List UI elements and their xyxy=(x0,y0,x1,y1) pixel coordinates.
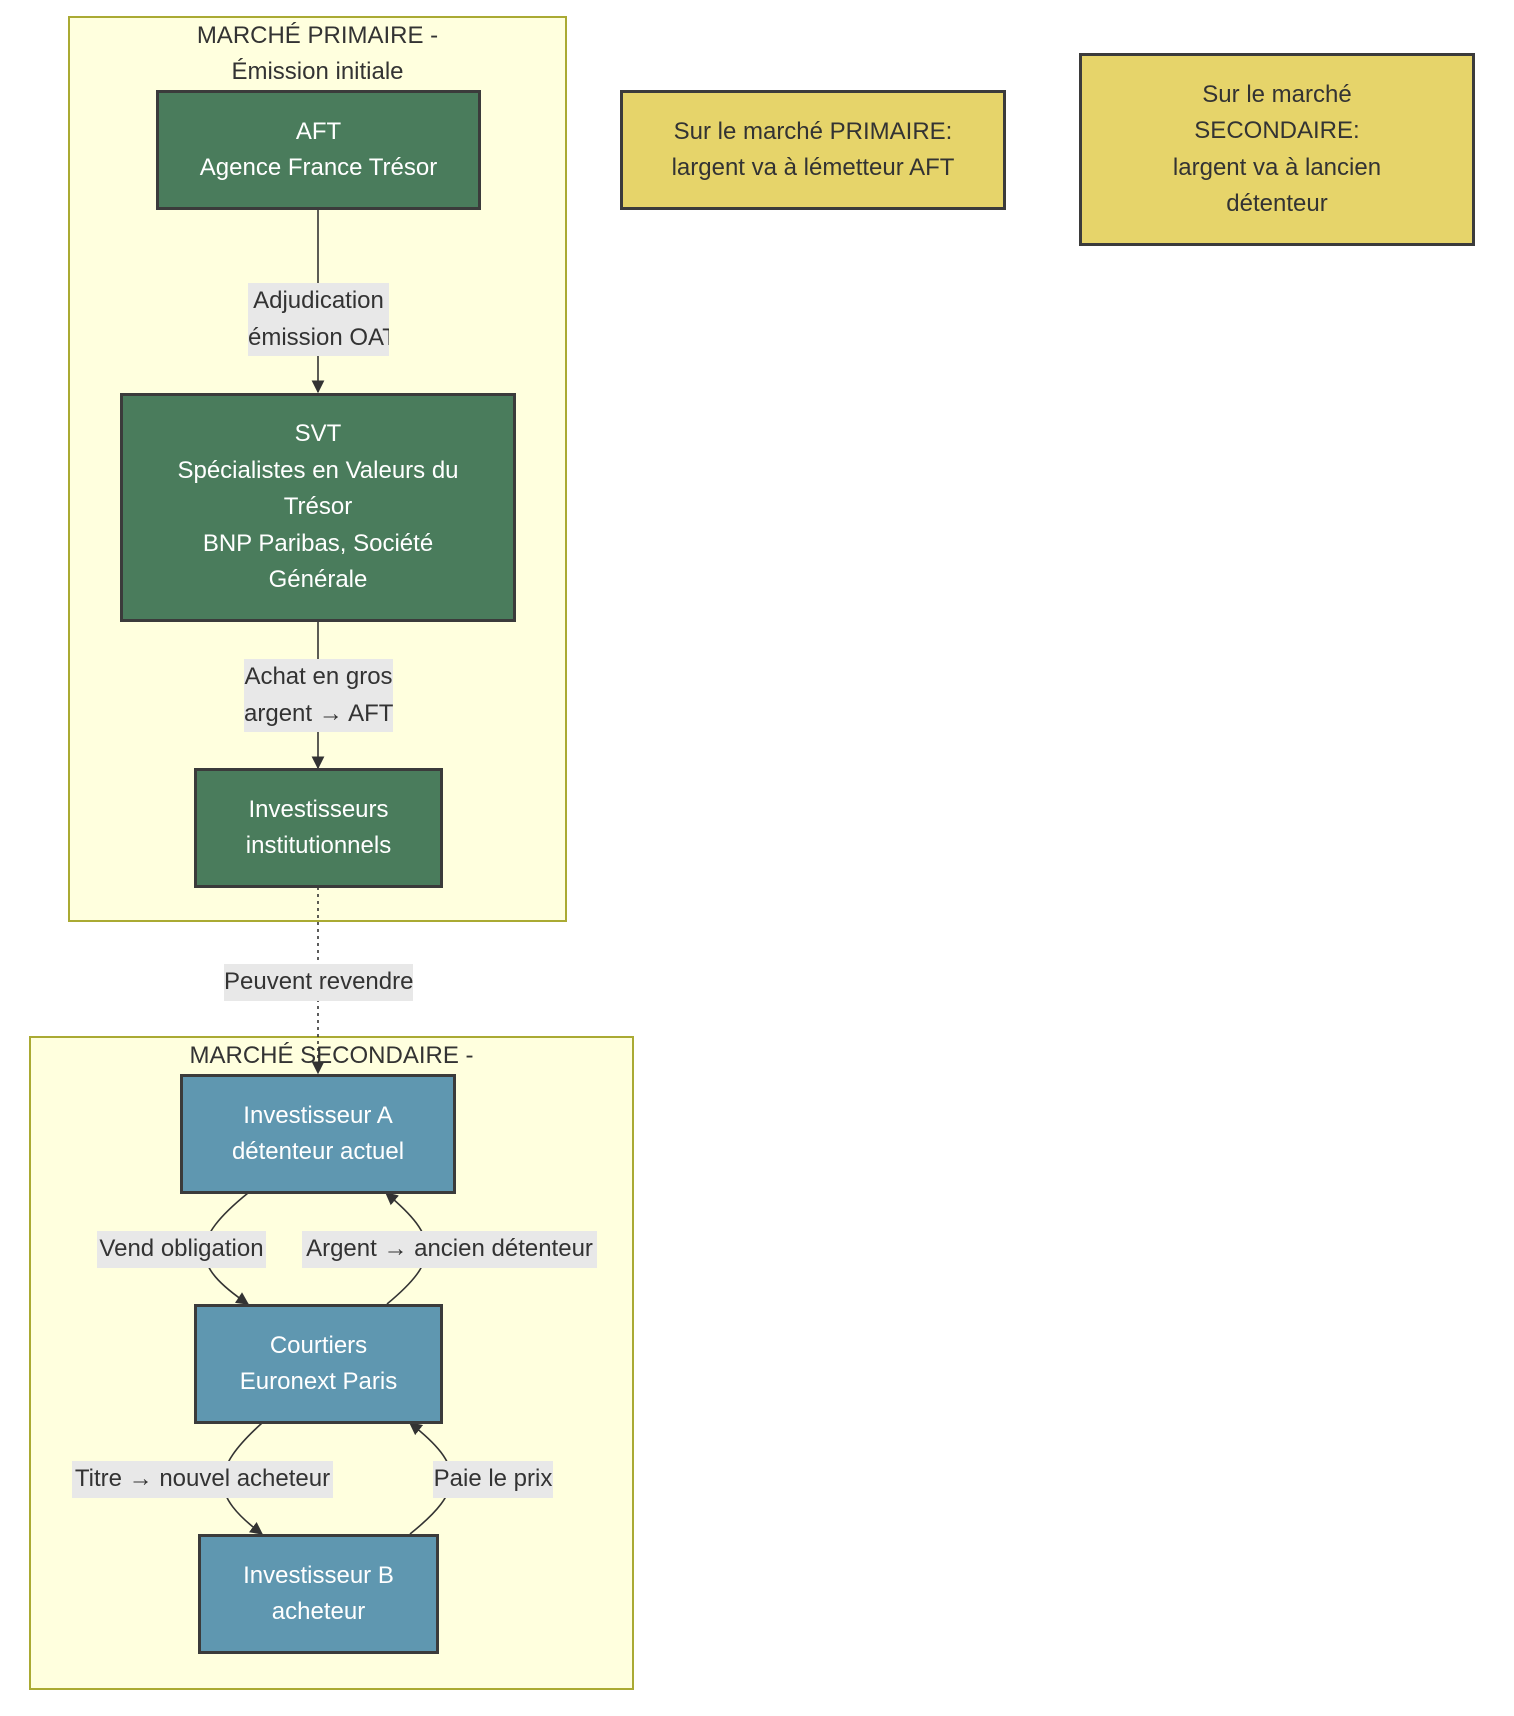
edge-label-courtiers-invb: Titre → nouvel acheteur xyxy=(72,1461,333,1498)
primary-title-line2: Émission initiale xyxy=(231,58,404,85)
edge-label-invb-courtiers: Paie le prix xyxy=(433,1461,553,1498)
note-secondary-line2: SECONDAIRE: xyxy=(1194,117,1360,144)
node-courtiers-line1: Courtiers xyxy=(269,1331,368,1359)
edge-label-inva-courtiers-line1: Vend obligation xyxy=(99,1235,264,1262)
node-investisseur-b[interactable]: Investisseur B acheteur xyxy=(198,1534,439,1654)
secondary-market-title: MARCHÉ SECONDAIRE - xyxy=(31,1038,632,1074)
node-invb-line2: acheteur xyxy=(271,1598,366,1625)
edge-label-invb-courtiers-line1: Paie le prix xyxy=(433,1465,553,1492)
edge-label-courtiers-inva: Argent → ancien détenteur xyxy=(302,1231,597,1268)
edge-label-svt-inst: Achat en gros argent → AFT xyxy=(244,659,393,732)
node-aft[interactable]: AFT Agence France Trésor xyxy=(156,90,481,210)
node-courtiers[interactable]: Courtiers Euronext Paris xyxy=(194,1304,443,1424)
secondary-title-line1: MARCHÉ SECONDAIRE - xyxy=(189,1042,474,1069)
edge-label-aft-svt-line2: émission OAT xyxy=(248,323,389,351)
node-svt-line3: Trésor xyxy=(283,493,353,521)
note-primary-market: Sur le marché PRIMAIRE: largent va à lém… xyxy=(620,90,1006,210)
edge-label-courtiers-inva-line1: Argent → ancien détenteur xyxy=(306,1235,593,1262)
note-secondary-market: Sur le marché SECONDAIRE: largent va à l… xyxy=(1079,53,1475,246)
note-primary-line1: Sur le marché PRIMAIRE: xyxy=(673,117,953,145)
node-inst-line2: institutionnels xyxy=(245,832,392,859)
edge-label-courtiers-invb-line1: Titre → nouvel acheteur xyxy=(74,1465,331,1492)
edge-label-inst-inva-line1: Peuvent revendre xyxy=(224,968,413,995)
edge-label-aft-svt: Adjudication émission OAT xyxy=(248,283,389,356)
node-svt[interactable]: SVT Spécialistes en Valeurs du Trésor BN… xyxy=(120,393,516,622)
note-primary-line2: largent va à lémetteur AFT xyxy=(671,154,955,181)
edge-label-aft-svt-line1: Adjudication xyxy=(253,287,384,314)
node-svt-line4: BNP Paribas, Société xyxy=(202,529,434,557)
node-aft-line2: Agence France Trésor xyxy=(199,154,438,181)
primary-title-line1: MARCHÉ PRIMAIRE - xyxy=(196,22,439,49)
node-aft-line1: AFT xyxy=(295,117,342,145)
primary-market-title: MARCHÉ PRIMAIRE - Émission initiale xyxy=(70,18,565,90)
edge-label-svt-inst-line2: argent → AFT xyxy=(244,699,393,727)
node-svt-line5: Générale xyxy=(268,566,368,594)
note-secondary-line4: détenteur xyxy=(1226,190,1328,217)
node-invb-line1: Investisseur B xyxy=(243,1561,394,1589)
note-secondary-line3: largent va à lancien xyxy=(1172,153,1382,181)
note-secondary-line1: Sur le marché xyxy=(1202,80,1352,108)
node-inst-line1: Investisseurs xyxy=(248,795,389,823)
edge-label-svt-inst-line1: Achat en gros xyxy=(244,663,393,690)
node-svt-line2: Spécialistes en Valeurs du xyxy=(177,456,459,484)
node-courtiers-line2: Euronext Paris xyxy=(239,1368,398,1395)
edge-label-inva-courtiers: Vend obligation xyxy=(97,1231,266,1268)
node-investisseurs-institutionnels[interactable]: Investisseurs institutionnels xyxy=(194,768,443,888)
node-investisseur-a[interactable]: Investisseur A détenteur actuel xyxy=(180,1074,456,1194)
edge-label-inst-inva: Peuvent revendre xyxy=(224,964,413,1001)
node-inva-line1: Investisseur A xyxy=(243,1101,393,1129)
node-svt-line1: SVT xyxy=(294,420,342,448)
node-inva-line2: détenteur actuel xyxy=(231,1138,405,1165)
